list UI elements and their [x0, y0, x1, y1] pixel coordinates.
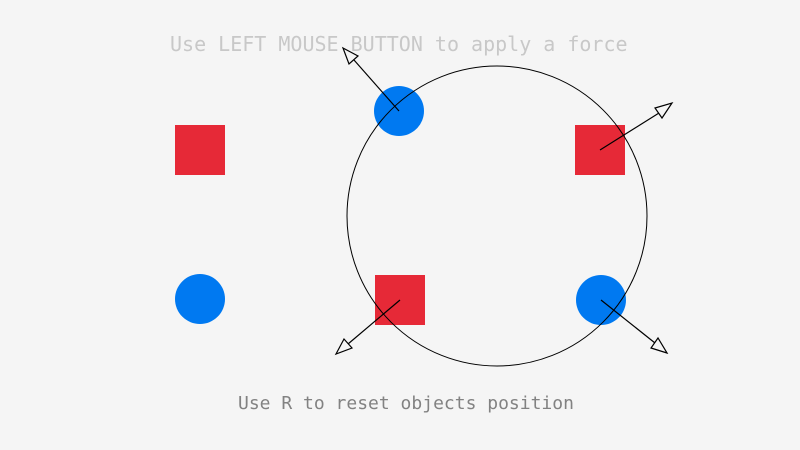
force-arrow-line — [600, 299, 656, 344]
blue-circle-outside-left[interactable] — [175, 274, 225, 324]
instruction-reset-objects: Use R to reset objects position — [238, 393, 574, 414]
instruction-apply-force: Use LEFT MOUSE BUTTON to apply a force — [170, 32, 628, 56]
boundary-circle-outline — [346, 65, 648, 367]
force-arrow-bottom-right — [600, 299, 669, 355]
force-arrow-line — [599, 112, 660, 151]
force-arrow-top-left — [341, 46, 400, 112]
force-arrowhead-icon — [334, 337, 354, 356]
force-arrowhead-icon — [654, 101, 674, 120]
force-arrow-top-right — [599, 101, 674, 151]
force-arrowhead-icon — [341, 46, 360, 66]
red-square-outside-left[interactable] — [175, 125, 225, 175]
force-arrow-line — [347, 299, 401, 345]
force-arrow-line — [353, 59, 400, 112]
force-arrowhead-icon — [650, 336, 669, 355]
force-arrow-bottom-left — [334, 299, 401, 356]
